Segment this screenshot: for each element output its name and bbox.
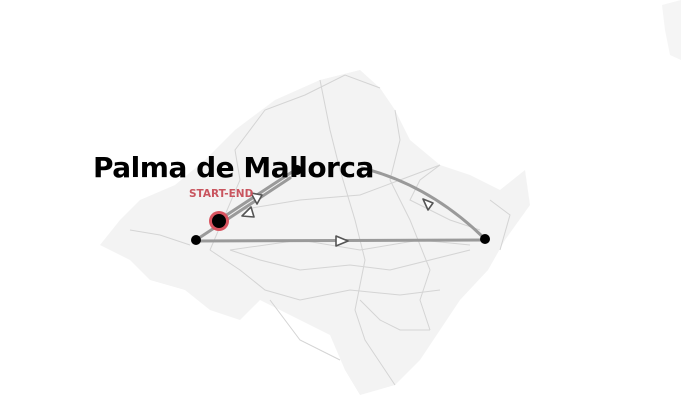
island-landmass <box>100 70 530 395</box>
start-end-label: START-END <box>189 188 254 200</box>
route-leg-start-north[interactable] <box>194 176 292 242</box>
arrow-up-left-icon <box>422 198 434 211</box>
islet-northeast <box>662 0 681 60</box>
stop-marker-east[interactable] <box>480 234 490 244</box>
route-leg-east-north[interactable] <box>360 166 487 241</box>
arrow-down-right-icon <box>250 192 263 205</box>
city-label: Palma de Mallorca <box>93 151 374 184</box>
start-end-marker[interactable] <box>212 214 226 228</box>
direction-arrows <box>241 192 434 247</box>
arrow-down-left-icon <box>241 206 255 218</box>
stop-marker-west[interactable] <box>191 235 201 245</box>
stop-marker-north[interactable] <box>292 165 302 175</box>
arrow-right-icon <box>335 235 349 247</box>
